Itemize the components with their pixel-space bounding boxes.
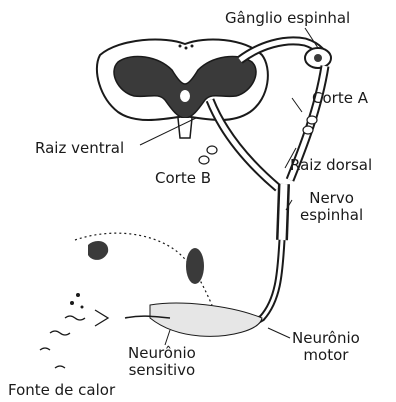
label-motor-line2: motor bbox=[292, 347, 360, 364]
label-ganglio-espinhal: Gânglio espinhal bbox=[225, 10, 350, 27]
stippled-region bbox=[150, 303, 262, 336]
heat-source-marks bbox=[40, 310, 108, 368]
label-sensitivo-line1: Neurônio bbox=[128, 345, 196, 362]
label-nervo-line1: Nervo bbox=[300, 190, 363, 207]
label-raiz-ventral: Raiz ventral bbox=[35, 140, 124, 157]
label-fonte-de-calor: Fonte de calor bbox=[8, 382, 115, 399]
label-raiz-dorsal: Raiz dorsal bbox=[290, 157, 372, 174]
label-corte-b: Corte B bbox=[155, 170, 211, 187]
cut-mark-b bbox=[199, 146, 217, 164]
muscle bbox=[186, 248, 204, 284]
central-canal bbox=[180, 90, 190, 102]
label-sensitivo-line2: sensitivo bbox=[128, 362, 196, 379]
label-corte-a: Corte A bbox=[312, 90, 368, 107]
label-nervo-line2: espinhal bbox=[300, 207, 363, 224]
label-motor-line1: Neurônio bbox=[292, 330, 360, 347]
label-neuronio-sensitivo: Neurônio sensitivo bbox=[128, 345, 196, 379]
label-nervo-espinhal: Nervo espinhal bbox=[300, 190, 363, 224]
label-neuronio-motor: Neurônio motor bbox=[292, 330, 360, 364]
